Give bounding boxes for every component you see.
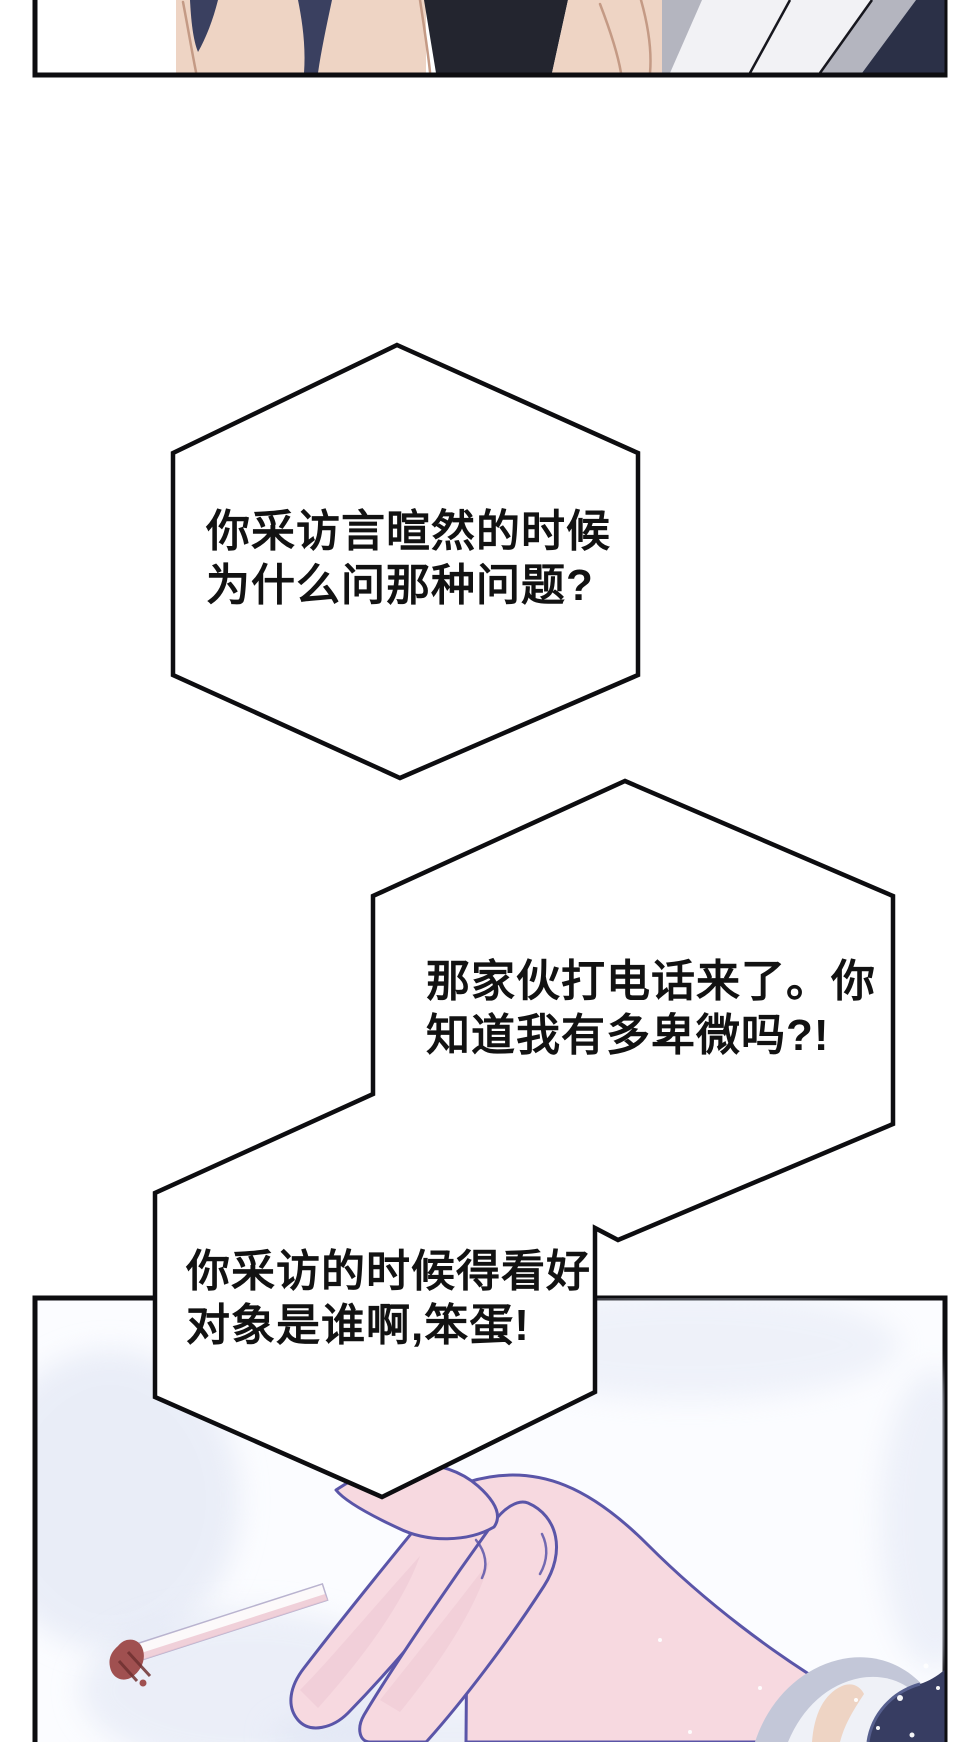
fabric-seam xyxy=(748,0,792,73)
knuckle-fold-line xyxy=(474,1538,487,1580)
cigarette-underside-shading xyxy=(138,1594,328,1661)
speech-bubble-2-3-merged xyxy=(152,778,896,1500)
wrist-skin xyxy=(812,1684,864,1742)
bg-wash xyxy=(880,1370,945,1670)
bubble-text-line: 你采访的时候得看好 xyxy=(186,1247,591,1296)
finger-shading xyxy=(380,1560,490,1712)
neck-line xyxy=(639,0,652,73)
knuckle-fold-line xyxy=(538,1532,548,1576)
bubble-text-line: 你采访言暄然的时候 xyxy=(206,507,611,556)
arm-contour-line xyxy=(418,0,432,73)
fabric-gray-band xyxy=(820,0,916,73)
ember-ash-fleck xyxy=(139,1679,147,1687)
fabric-gray-band xyxy=(662,0,702,73)
sparkles xyxy=(658,1638,940,1738)
fabric-navy-edge xyxy=(862,0,945,73)
sleeve-highlight-edge xyxy=(866,1682,921,1742)
bubble-1-text: 你采访言暄然的时候 为什么问那种问题? xyxy=(206,505,611,613)
suit-sleeve xyxy=(868,1669,945,1742)
bg-wash xyxy=(37,1350,240,1650)
neck-line xyxy=(598,2,623,73)
top-panel xyxy=(32,0,948,78)
fabric-seam xyxy=(818,0,874,73)
ember-streaks xyxy=(117,1650,152,1683)
bubble-3-text: 你采访的时候得看好 对象是谁啊,笨蛋! xyxy=(186,1245,591,1353)
suit-navy-sliver xyxy=(190,0,218,52)
suit-navy-sliver xyxy=(298,0,332,73)
suit-black-torso xyxy=(424,0,568,73)
cigarette-ember xyxy=(109,1639,144,1680)
bubble-text-line: 为什么问那种问题? xyxy=(206,561,594,610)
bubble-text-line: 对象是谁啊,笨蛋! xyxy=(186,1301,530,1350)
arm-contour-line xyxy=(181,0,198,73)
bubble-text-line: 那家伙打电话来了。你 xyxy=(426,957,876,1006)
bubble-text-line: 知道我有多卑微吗?! xyxy=(426,1011,830,1060)
neck-skin xyxy=(552,0,662,73)
speech-bubble-1 xyxy=(170,342,641,781)
top-panel-art xyxy=(176,0,945,73)
bubble-2-text: 那家伙打电话来了。你 知道我有多卑微吗?! xyxy=(426,955,876,1063)
finger-shading xyxy=(300,1556,420,1708)
